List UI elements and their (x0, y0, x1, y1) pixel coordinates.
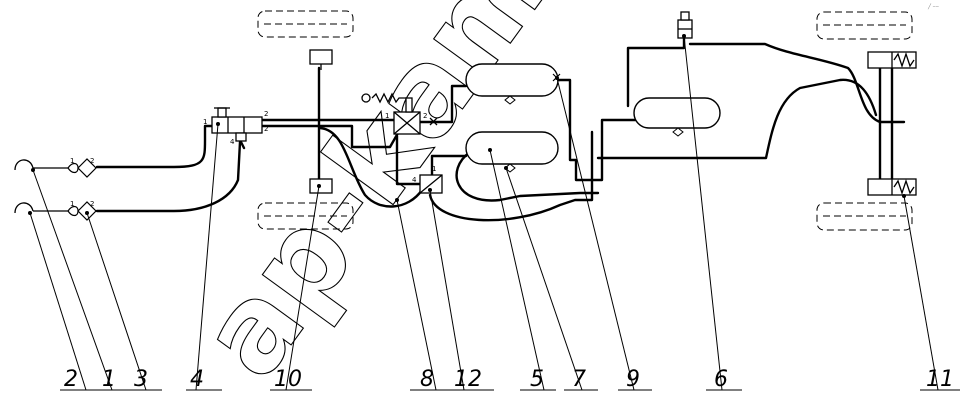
callout-10: 10 (274, 367, 302, 392)
callout-9: 9 (626, 367, 640, 392)
port-label: 1 (385, 112, 389, 120)
port-label: 4 (230, 138, 235, 146)
port-label: 1 (432, 165, 436, 173)
port-label: 2 (90, 157, 94, 165)
callout-7: 7 (572, 367, 586, 392)
callout-5: 5 (530, 367, 544, 392)
brake-crane (211, 107, 263, 142)
port-label: 1 (203, 118, 207, 126)
callout-11: 11 (926, 367, 954, 392)
port-label: 2 (423, 112, 427, 120)
wheel-rear-bottom (816, 202, 913, 231)
callout-2: 2 (64, 367, 78, 392)
line-filter-top (67, 158, 97, 178)
port-label: 2 (264, 110, 268, 118)
receiver-5-drain-icon (504, 95, 516, 105)
receiver-6 (633, 97, 721, 129)
callout-3: 3 (134, 367, 148, 392)
port-label: 1 (70, 200, 74, 208)
protection-valve (677, 11, 693, 39)
wheel-front-top (257, 10, 354, 38)
callout-4: 4 (190, 367, 204, 392)
callout-6: 6 (714, 367, 728, 392)
wheel-front-bottom (257, 202, 354, 230)
port-label: 2 (264, 125, 268, 133)
port-label: 4 (412, 176, 417, 184)
leader-lines (29, 35, 939, 391)
receiver-7 (465, 131, 559, 165)
port-label: 1 (70, 157, 74, 165)
callout-8: 8 (420, 367, 434, 392)
pipelines (95, 34, 906, 222)
leader-dots (28, 34, 906, 215)
hand-brake-valve (361, 92, 438, 135)
rear-brake-chamber-bottom (867, 178, 917, 196)
receiver-5 (465, 63, 559, 97)
port-label: 2 (90, 200, 94, 208)
wheel-rear-top (816, 11, 913, 40)
coupling-head-bottom (14, 202, 68, 214)
front-brake-chamber-top (309, 49, 333, 70)
corner-mark: ╱ ‒‒ (927, 3, 939, 10)
coupling-head-top (14, 159, 68, 171)
callout-1: 1 (102, 367, 116, 392)
callout-12: 12 (454, 367, 482, 392)
receiver-7-drain-icon (504, 163, 516, 173)
receiver-6-drain-icon (672, 127, 684, 137)
watermark: ap-kam.ru (173, 0, 685, 401)
rear-brake-chamber-top (867, 51, 917, 69)
